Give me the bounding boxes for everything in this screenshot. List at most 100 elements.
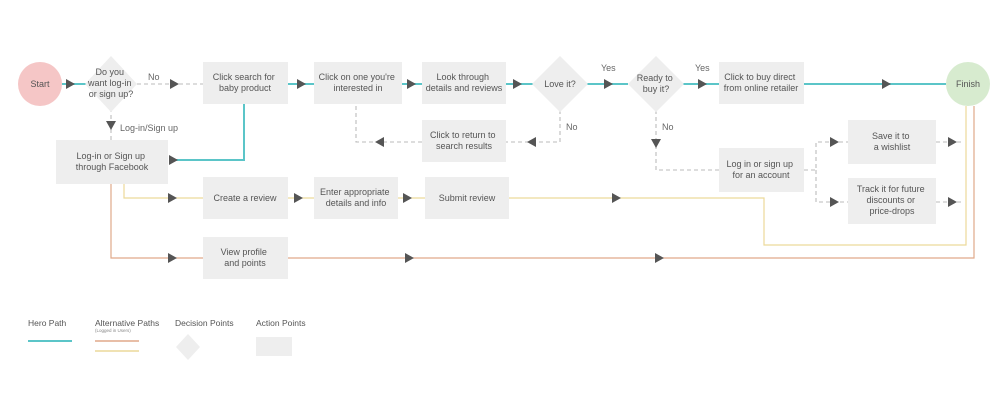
- save-wishlist-line-1: Save it to: [872, 131, 910, 141]
- dash-ready-no: [655, 110, 719, 171]
- search-line-2: baby product: [219, 83, 272, 93]
- decision-login-line-3: or sign up?: [89, 89, 134, 99]
- love-it-line-1: Love it?: [544, 79, 576, 89]
- buy-direct-line-1: Click to buy direct: [724, 72, 796, 82]
- login-facebook-line-1: Log-in or Sign up: [76, 151, 145, 161]
- login-facebook-line-2: through Facebook: [76, 162, 149, 172]
- enter-details-line-2: details and info: [326, 198, 387, 208]
- arrow-no-login: [170, 79, 179, 89]
- action-save-wishlist: Save it to a wishlist: [848, 120, 936, 164]
- arrow-return-left: [375, 137, 384, 147]
- arrow-to-love: [513, 79, 522, 89]
- look-through-line-1: Look through: [436, 72, 489, 82]
- edge-labels: No Log-in/Sign up Yes No Yes No: [120, 63, 710, 133]
- dash-love-no: [506, 110, 561, 143]
- action-look-through: Look through details and reviews: [422, 62, 506, 104]
- legend-alternative-sub: (Logged in Users): [95, 328, 131, 333]
- action-track-future: Track it for future discounts or price-d…: [848, 178, 936, 224]
- label-no-login: No: [148, 72, 160, 82]
- track-future-line-2: discounts or: [866, 195, 915, 205]
- look-through-label: Look through details and reviews: [426, 72, 503, 93]
- arrow-profile-out-2: [655, 253, 664, 263]
- arrow-to-finish: [882, 79, 891, 89]
- action-enter-details: Enter appropriate details and info: [314, 177, 398, 219]
- label-login-signup: Log-in/Sign up: [120, 123, 178, 133]
- arrow-start: [66, 79, 75, 89]
- arrow-to-profile: [168, 253, 177, 263]
- save-wishlist-label: Save it to a wishlist: [872, 131, 912, 152]
- action-create-review: Create a review: [203, 177, 288, 219]
- alt-facebook-to-profile: [110, 184, 203, 259]
- track-future-line-1: Track it for future: [857, 184, 925, 194]
- decision-login: Do you want log-in or sign up?: [85, 56, 137, 112]
- arrow-to-review: [168, 193, 177, 203]
- create-review-line-1: Create a review: [213, 193, 277, 203]
- ready-to-buy-line-2: buy it?: [643, 84, 670, 94]
- legend-alternative-label: Alternative Paths: [95, 318, 159, 328]
- arrow-ready-no-down: [651, 139, 661, 148]
- submit-review-line-1: Submit review: [439, 193, 496, 203]
- arrow-to-wishlist: [830, 137, 839, 147]
- click-one-label: Click on one you're interested in: [319, 72, 398, 93]
- login-account-line-1: Log in or sign up: [726, 159, 793, 169]
- legend-action-label: Action Points: [256, 318, 306, 328]
- arrow-to-enter: [294, 193, 303, 203]
- start-label: Start: [30, 79, 50, 89]
- connectors: [62, 83, 975, 259]
- label-ready-yes: Yes: [695, 63, 710, 73]
- action-click-one: Click on one you're interested in: [314, 62, 402, 104]
- action-login-facebook: Log-in or Sign up through Facebook: [56, 140, 168, 184]
- label-love-no: No: [566, 122, 578, 132]
- view-profile-label: View profile and points: [221, 247, 270, 268]
- legend: Hero Path Alternative Paths (Logged in U…: [28, 318, 306, 360]
- click-one-line-2: interested in: [333, 83, 382, 93]
- enter-details-label: Enter appropriate details and info: [320, 187, 392, 208]
- dash-account-to-wishlist: [804, 141, 848, 171]
- decision-love-it: Love it?: [532, 56, 588, 112]
- arrow-to-ready: [604, 79, 613, 89]
- action-return-search: Click to return to search results: [422, 120, 506, 162]
- arrow-profile-out-1: [405, 253, 414, 263]
- decision-ready-to-buy: Ready to buy it?: [628, 56, 684, 112]
- arrow-track-finish: [948, 197, 957, 207]
- login-account-label: Log in or sign up for an account: [726, 159, 795, 180]
- search-line-1: Click search for: [213, 72, 275, 82]
- label-love-yes: Yes: [601, 63, 616, 73]
- action-search: Click search for baby product: [203, 62, 288, 104]
- finish-node: Finish: [946, 62, 990, 106]
- decision-login-line-2: want log-in: [87, 78, 132, 88]
- legend-decision-label: Decision Points: [175, 318, 234, 328]
- action-view-profile: View profile and points: [203, 237, 288, 279]
- alt-submit-to-finish: [509, 106, 967, 246]
- click-one-line-1: Click on one you're: [319, 72, 395, 82]
- save-wishlist-line-2: a wishlist: [874, 142, 911, 152]
- view-profile-line-1: View profile: [221, 247, 267, 257]
- legend-action-shape: [256, 337, 292, 356]
- track-future-line-3: price-drops: [869, 206, 915, 216]
- ready-to-buy-label: Ready to buy it?: [637, 73, 676, 94]
- arrow-login-down: [106, 121, 116, 130]
- return-search-line-2: search results: [436, 141, 493, 151]
- legend-hero-label: Hero Path: [28, 318, 67, 328]
- look-through-line-2: details and reviews: [426, 83, 503, 93]
- alt-profile-to-finish: [288, 106, 975, 259]
- arrow-submit-out: [612, 193, 621, 203]
- login-facebook-label: Log-in or Sign up through Facebook: [76, 151, 149, 172]
- arrow-to-buy: [698, 79, 707, 89]
- action-submit-review: Submit review: [425, 177, 509, 219]
- submit-review-label: Submit review: [439, 193, 496, 203]
- action-login-account: Log in or sign up for an account: [719, 148, 804, 192]
- return-search-line-1: Click to return to: [430, 130, 496, 140]
- create-review-label: Create a review: [213, 193, 277, 203]
- legend-decision-shape: [176, 334, 200, 360]
- view-profile-line-2: and points: [224, 258, 266, 268]
- arrowheads: [66, 79, 957, 263]
- return-search-label: Click to return to search results: [430, 130, 498, 151]
- buy-direct-line-2: from online retailer: [724, 83, 799, 93]
- track-future-label: Track it for future discounts or price-d…: [857, 184, 927, 216]
- label-ready-no: No: [662, 122, 674, 132]
- action-buy-direct: Click to buy direct from online retailer: [719, 62, 804, 104]
- start-node: Start: [18, 62, 62, 106]
- arrow-facebook-out: [169, 155, 178, 165]
- love-it-label: Love it?: [544, 79, 576, 89]
